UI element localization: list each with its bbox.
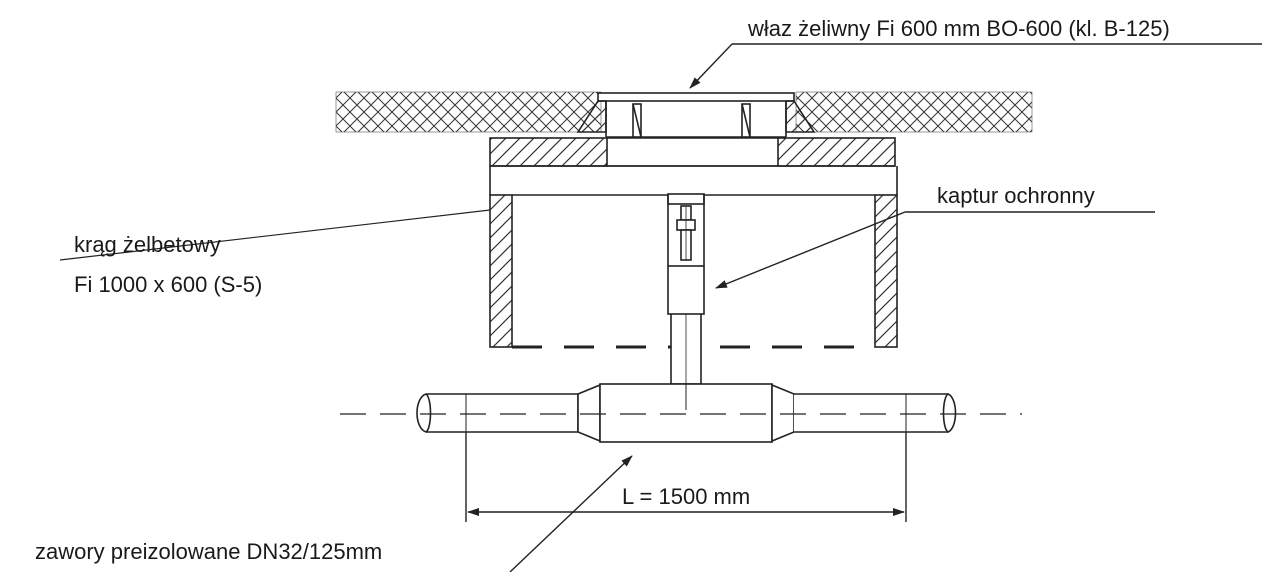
manhole-cover-label: właz żeliwny Fi 600 mm BO-600 (kl. B-125… (747, 16, 1170, 41)
concrete-slab (489, 137, 896, 167)
concrete-ring-walls (489, 166, 898, 348)
protective-cap (667, 193, 705, 315)
concrete-ring-label-line2: Fi 1000 x 600 (S-5) (74, 272, 262, 297)
manhole-cover (576, 92, 816, 138)
valves-label: zawory preizolowane DN32/125mm (35, 539, 382, 564)
length-dimension (465, 432, 907, 522)
leader-lines (59, 43, 1262, 572)
protective-cap-label: kaptur ochronny (937, 183, 1095, 208)
concrete-ring-label-line1: krąg żelbetowy (74, 232, 221, 257)
length-dimension-label: L = 1500 mm (622, 484, 750, 509)
ground-soil (335, 91, 1033, 133)
pipeline (416, 383, 957, 443)
valve-riser (670, 311, 702, 385)
